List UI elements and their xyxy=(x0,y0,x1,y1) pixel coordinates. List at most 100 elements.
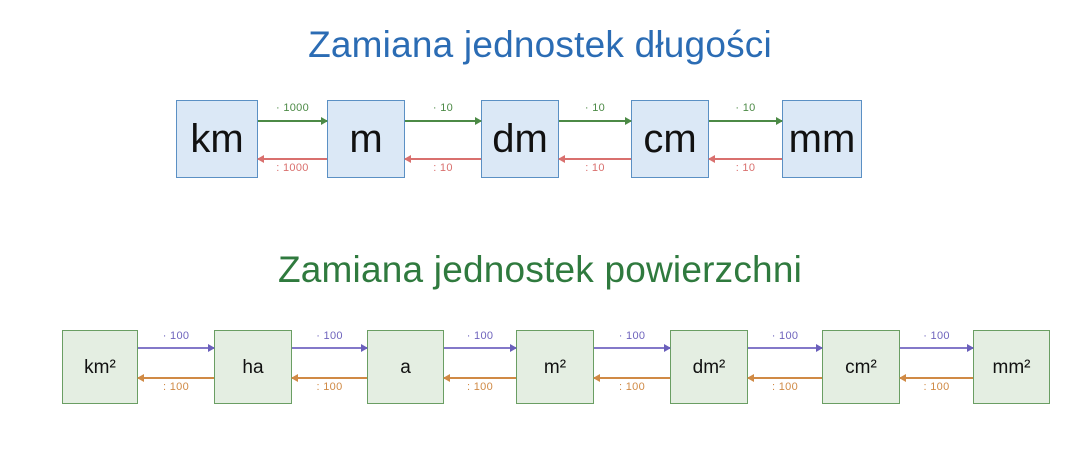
page-title-area: Zamiana jednostek powierzchni xyxy=(277,249,803,290)
arrowhead-left-icon xyxy=(747,373,754,382)
arrow-divide-mm2-to-cm2 xyxy=(899,373,973,382)
unit-box-mm2: mm² xyxy=(973,330,1050,404)
arrow-multiply-m-to-dm xyxy=(405,116,482,125)
arrow-label-multiply: · 10 xyxy=(735,102,756,114)
arrowhead-left-icon xyxy=(443,373,450,382)
arrow-label-multiply: · 1000 xyxy=(276,102,309,114)
arrow-line xyxy=(709,158,782,160)
arrow-line xyxy=(405,158,481,160)
arrow-divide-a-to-ha xyxy=(291,373,367,382)
unit-box-dm: dm xyxy=(481,100,559,178)
unit-box-km2: km² xyxy=(62,330,138,404)
arrow-line xyxy=(559,158,631,160)
unit-box-m2: m² xyxy=(516,330,594,404)
arrow-multiply-km-to-m xyxy=(258,116,328,125)
arrowhead-right-icon xyxy=(967,343,974,352)
arrowhead-right-icon xyxy=(664,343,671,352)
unit-label: dm² xyxy=(692,356,726,378)
unit-label: dm xyxy=(492,117,548,161)
arrow-line xyxy=(444,347,516,349)
unit-label: mm xyxy=(788,117,856,161)
arrow-line xyxy=(292,377,367,379)
arrow-multiply-a-to-m2 xyxy=(444,343,517,352)
unit-label: km xyxy=(190,117,244,161)
unit-box-cm2: cm² xyxy=(822,330,900,404)
arrow-line xyxy=(138,377,214,379)
arrow-multiply-dm2-to-cm2 xyxy=(748,343,823,352)
arrow-label-divide: : 1000 xyxy=(276,162,309,174)
arrow-label-divide: : 100 xyxy=(923,381,950,393)
arrow-line xyxy=(258,120,327,122)
arrow-label-divide: : 100 xyxy=(772,381,798,393)
arrow-label-multiply: · 100 xyxy=(162,330,190,342)
arrowhead-right-icon xyxy=(208,343,215,352)
arrow-divide-cm2-to-dm2 xyxy=(747,373,822,382)
unit-label: a xyxy=(400,356,411,378)
arrow-label-divide: : 100 xyxy=(163,381,189,393)
arrow-divide-mm-to-cm xyxy=(708,154,782,163)
arrowhead-right-icon xyxy=(361,343,368,352)
page-title-length: Zamiana jednostek długości xyxy=(308,24,772,65)
arrowhead-left-icon xyxy=(291,373,298,382)
arrow-label-divide: : 100 xyxy=(467,381,493,393)
unit-label: m² xyxy=(543,356,567,378)
arrow-label-multiply: · 10 xyxy=(432,102,454,114)
arrowhead-left-icon xyxy=(404,154,411,163)
unit-box-a: a xyxy=(367,330,444,404)
arrow-line xyxy=(559,120,631,122)
arrow-label-divide: : 100 xyxy=(316,381,343,393)
unit-box-ha: ha xyxy=(214,330,292,404)
length-unit-chain: km m dm cm mm · 1000 : 1000 · 10 : 10 · 10 : 10 · 1… xyxy=(0,100,1080,184)
arrow-label-multiply: · 10 xyxy=(584,102,606,114)
arrow-divide-dm2-to-m2 xyxy=(593,373,670,382)
arrowhead-right-icon xyxy=(625,116,632,125)
arrowhead-right-icon xyxy=(776,116,783,125)
arrow-line xyxy=(900,347,973,349)
arrow-line xyxy=(748,347,822,349)
arrow-line xyxy=(709,120,782,122)
unit-box-dm2: dm² xyxy=(670,330,748,404)
arrow-line xyxy=(258,158,327,160)
arrow-label-divide: : 10 xyxy=(585,162,605,174)
arrow-multiply-cm-to-mm xyxy=(709,116,783,125)
arrow-label-divide: : 10 xyxy=(433,162,453,174)
arrowhead-left-icon xyxy=(558,154,565,163)
arrow-label-divide: : 10 xyxy=(735,162,756,174)
arrow-line xyxy=(900,377,973,379)
arrow-line xyxy=(405,120,481,122)
arrowhead-left-icon xyxy=(593,373,600,382)
arrow-label-multiply: · 100 xyxy=(923,330,950,342)
arrow-label-multiply: · 100 xyxy=(316,330,343,342)
arrow-line xyxy=(138,347,214,349)
arrow-divide-ha-to-km2 xyxy=(137,373,214,382)
area-unit-chain: km² ha a m² dm² cm² mm² · 100 : 100 · 100 : 100 · 1… xyxy=(0,330,1080,406)
arrow-divide-dm-to-m xyxy=(404,154,481,163)
arrow-label-multiply: · 100 xyxy=(618,330,646,342)
arrow-divide-cm-to-dm xyxy=(558,154,631,163)
arrow-line xyxy=(594,347,670,349)
unit-label: ha xyxy=(242,356,264,378)
unit-box-cm: cm xyxy=(631,100,709,178)
arrowhead-left-icon xyxy=(899,373,906,382)
unit-label: cm² xyxy=(845,356,877,378)
arrow-line xyxy=(748,377,822,379)
unit-label: cm xyxy=(643,117,697,161)
unit-label: m xyxy=(349,117,383,161)
unit-label: mm² xyxy=(992,356,1031,378)
arrow-label-multiply: · 100 xyxy=(466,330,494,342)
unit-box-m: m xyxy=(327,100,405,178)
arrowhead-left-icon xyxy=(137,373,144,382)
arrow-line xyxy=(444,377,516,379)
unit-box-km: km xyxy=(176,100,258,178)
arrowhead-right-icon xyxy=(816,343,823,352)
unit-box-mm: mm xyxy=(782,100,862,178)
arrow-divide-m-to-km xyxy=(257,154,327,163)
arrow-multiply-ha-to-a xyxy=(292,343,368,352)
arrowhead-left-icon xyxy=(708,154,715,163)
unit-label: km² xyxy=(84,356,116,378)
arrowhead-right-icon xyxy=(321,116,328,125)
arrow-line xyxy=(594,377,670,379)
arrow-multiply-dm-to-cm xyxy=(559,116,632,125)
arrow-multiply-km2-to-ha xyxy=(138,343,215,352)
